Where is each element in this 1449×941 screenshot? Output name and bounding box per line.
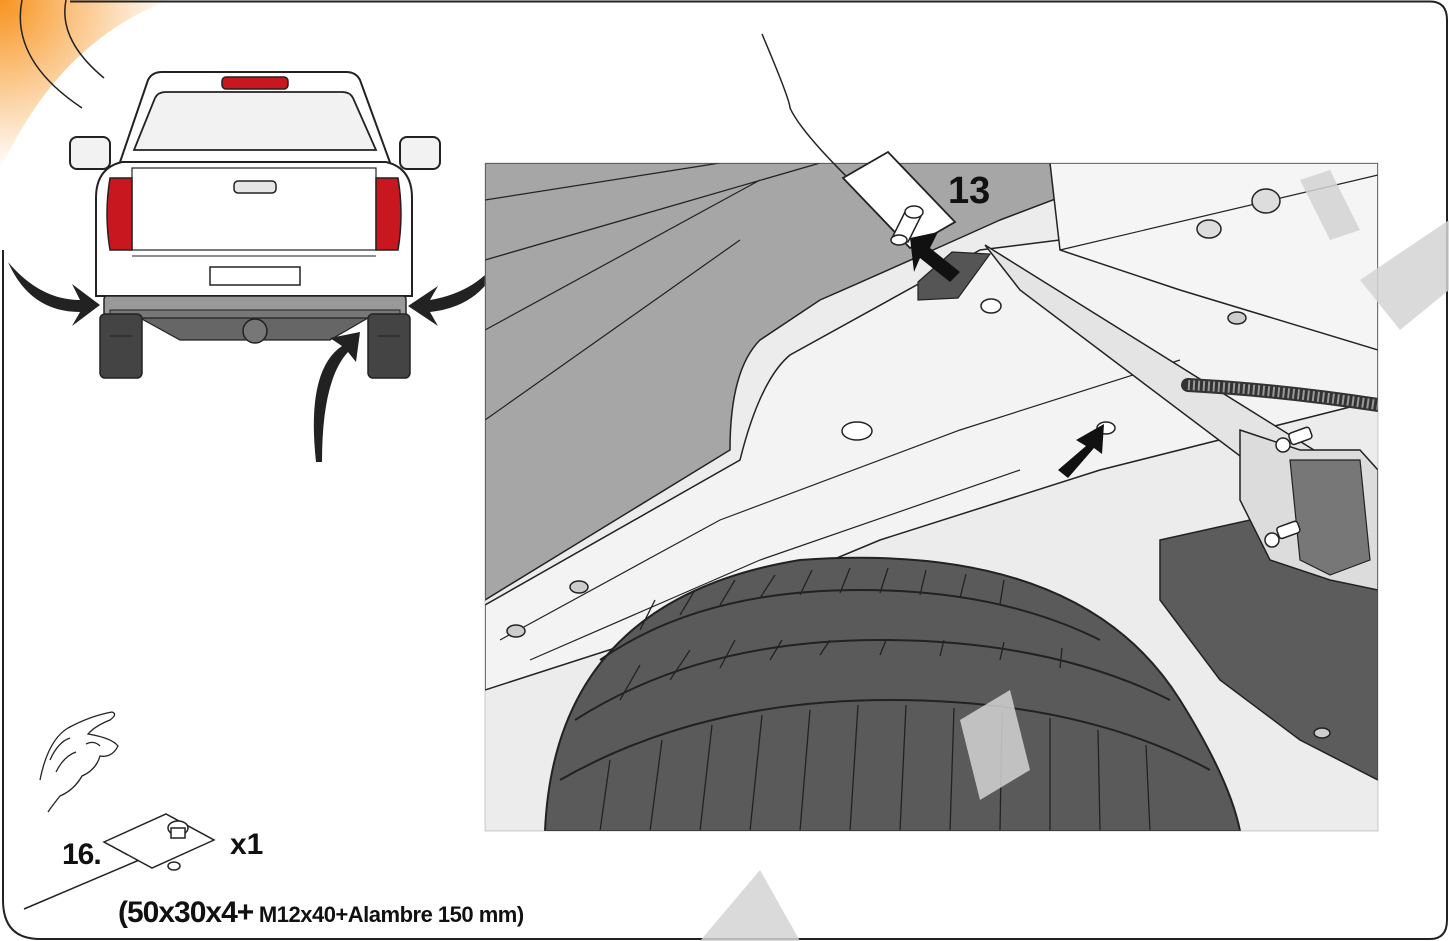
tow-bar-plate-icon xyxy=(23,813,216,910)
step-number-label: 13 xyxy=(948,170,991,212)
truck-rear-view xyxy=(69,71,441,379)
hand-pointing-icon xyxy=(39,711,119,813)
watermark xyxy=(700,170,1449,941)
underbody-detail xyxy=(485,163,1378,831)
arrow-icon xyxy=(910,232,960,282)
part-quantity: x1 xyxy=(230,828,264,861)
corner-accent xyxy=(0,0,170,170)
part-specification: (50x30x4+ M12x40+Alambre 150 mm) xyxy=(118,896,524,930)
arrow-icon xyxy=(1058,424,1104,478)
part-spec-rest: M12x40+Alambre 150 mm) xyxy=(253,902,524,927)
tow-bar-plate-insert xyxy=(761,33,957,250)
tyre xyxy=(543,556,1242,831)
arrow-icon xyxy=(8,255,502,462)
part-spec-main: (50x30x4+ xyxy=(118,896,254,929)
part-number: 16. xyxy=(62,838,102,871)
